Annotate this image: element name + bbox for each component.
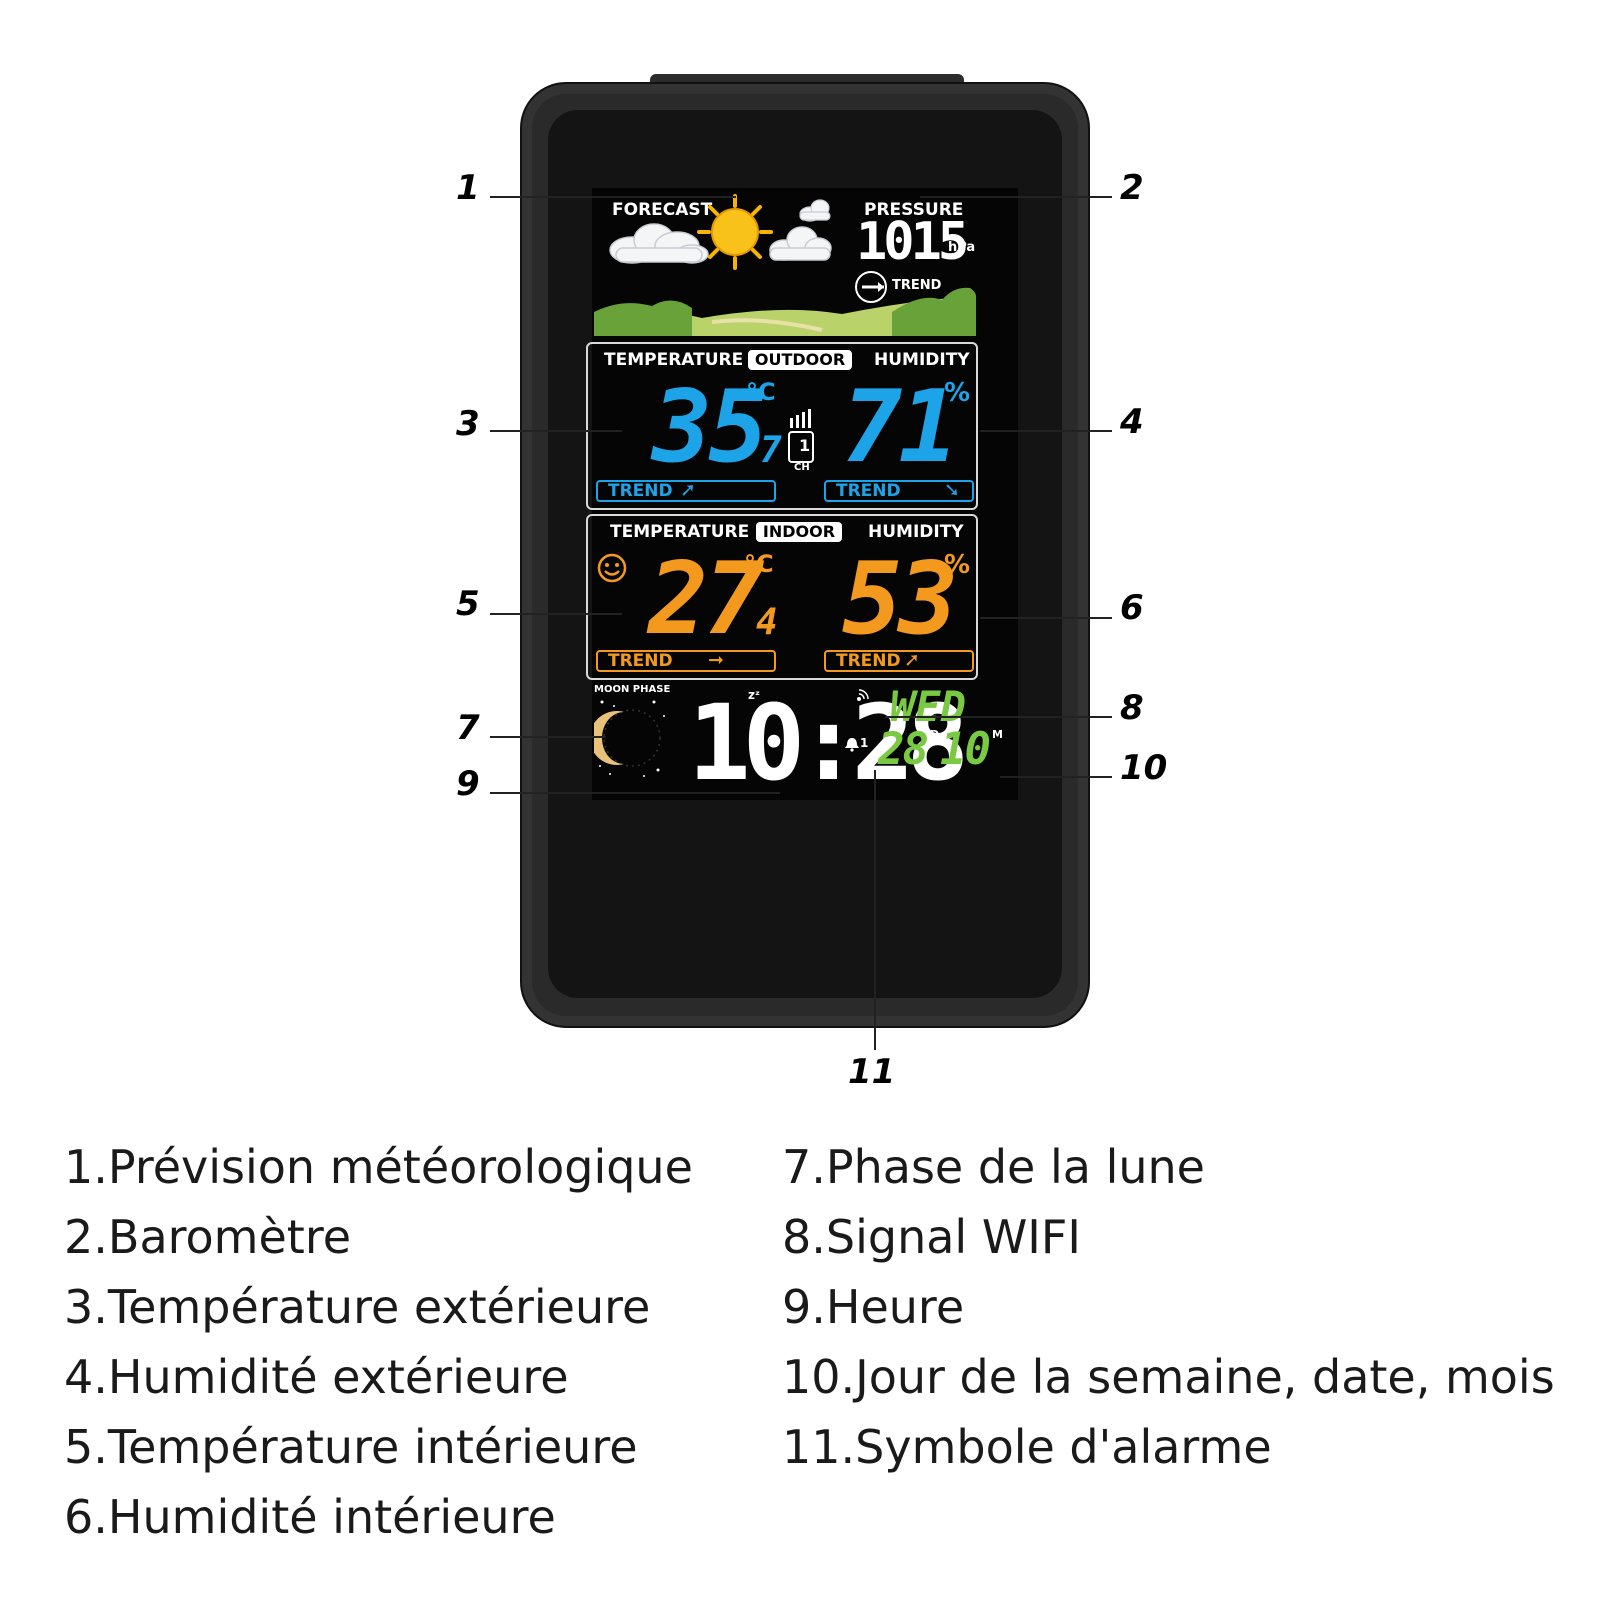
snooze-indicator: zᶻ — [748, 688, 760, 702]
comfort-smiley-icon — [597, 553, 627, 583]
callout-number-10: 10 — [1120, 748, 1168, 788]
weekday-display: WED — [890, 682, 966, 731]
legend-item-5: 5.Température intérieure — [64, 1420, 638, 1474]
indoor-humidity-trend: TREND ➚ — [824, 649, 974, 672]
forecast-graphic — [594, 194, 976, 336]
callout-line-8 — [885, 716, 1112, 718]
moon-phase-label: MOON PHASE — [594, 684, 671, 695]
indoor-temperature-unit: °C — [744, 550, 774, 578]
indoor-temperature-decimal: 4 — [756, 602, 778, 643]
trend-steady-arrow-icon: ➞ — [708, 649, 724, 671]
callout-number-1: 1 — [456, 168, 480, 208]
pressure-trend-arrow-icon — [855, 271, 887, 303]
callout-number-11: 11 — [848, 1052, 896, 1092]
outdoor-temperature-trend: TREND ➚ — [596, 479, 776, 502]
trend-down-arrow-icon: ➘ — [944, 479, 960, 501]
outdoor-temperature-decimal: 7 — [760, 430, 782, 471]
outdoor-humidity-trend-label: TREND — [836, 481, 901, 501]
date-month-suffix: M — [992, 728, 1003, 741]
callout-line-5 — [490, 613, 622, 615]
date-day-suffix: D — [930, 728, 940, 741]
sun-icon — [697, 194, 773, 270]
legend-item-10: 10.Jour de la semaine, date, mois — [782, 1350, 1555, 1404]
outdoor-humidity-value: 71 — [842, 368, 958, 485]
callout-line-9 — [490, 792, 780, 794]
outdoor-temperature-unit: °C — [746, 378, 776, 406]
landscape-graphic — [594, 287, 976, 336]
indoor-temperature-value: 27 — [648, 540, 764, 657]
legend-item-6: 6.Humidité intérieure — [64, 1490, 556, 1544]
outdoor-humidity-trend: TREND ➘ — [824, 479, 974, 502]
legend-item-7: 7.Phase de la lune — [782, 1140, 1205, 1194]
indoor-temperature-trend: TREND ➞ — [596, 649, 776, 672]
legend-item-1: 1.Prévision météorologique — [64, 1140, 693, 1194]
callout-number-4: 4 — [1120, 402, 1144, 442]
outdoor-tag: OUTDOOR — [748, 350, 852, 370]
callout-number-9: 9 — [456, 764, 480, 804]
indoor-humidity-trend-label: TREND — [836, 651, 901, 671]
pressure-value: 1015 — [856, 212, 969, 272]
indoor-humidity-unit: % — [944, 550, 971, 580]
callout-line-7 — [490, 736, 606, 738]
callout-number-3: 3 — [456, 404, 480, 444]
callout-number-5: 5 — [456, 584, 480, 624]
legend-item-8: 8.Signal WIFI — [782, 1210, 1081, 1264]
legend-item-4: 4.Humidité extérieure — [64, 1350, 569, 1404]
alarm-bell-icon — [845, 738, 859, 752]
callout-line-6 — [980, 617, 1112, 619]
legend-item-11: 11.Symbole d'alarme — [782, 1420, 1272, 1474]
outdoor-temperature-trend-label: TREND — [608, 481, 673, 501]
legend-item-3: 3.Température extérieure — [64, 1280, 651, 1334]
trend-up-arrow-icon: ➚ — [680, 479, 696, 501]
time-display: 10:28 — [688, 682, 969, 804]
callout-number-7: 7 — [456, 708, 480, 748]
signal-channel-icon — [788, 409, 814, 463]
wifi-signal-icon — [857, 689, 869, 701]
legend-item-2: 2.Baromètre — [64, 1210, 352, 1264]
cloud-icon-right — [769, 226, 832, 261]
trend-up-arrow-icon: ➚ — [904, 649, 920, 671]
outdoor-temperature-value: 35 — [652, 368, 768, 485]
callout-line-11 — [874, 770, 876, 1050]
callout-line-1 — [490, 196, 736, 198]
pressure-trend-label: TREND — [892, 278, 942, 293]
indoor-temperature-trend-label: TREND — [608, 651, 673, 671]
callout-number-8: 8 — [1120, 688, 1144, 728]
legend-item-9: 9.Heure — [782, 1280, 965, 1334]
outdoor-humidity-label: HUMIDITY — [874, 350, 970, 370]
callout-line-4 — [980, 430, 1112, 432]
lcd-screen: FORECAST — [586, 188, 1018, 804]
date-day: 28 — [878, 724, 929, 775]
channel-label: CH — [794, 462, 810, 473]
pressure-unit: hPa — [948, 240, 976, 255]
small-cloud-icon — [799, 199, 831, 222]
forecast-label: FORECAST — [612, 200, 713, 220]
indoor-humidity-label: HUMIDITY — [868, 522, 964, 542]
pressure-label: PRESSURE — [864, 200, 964, 220]
callout-line-2 — [920, 196, 1112, 198]
indoor-panel: TEMPERATURE INDOOR HUMIDITY 27 4 °C 53 %… — [586, 514, 978, 680]
callout-line-3 — [490, 430, 622, 432]
date-month: 10 — [940, 724, 991, 775]
alarm-index: 1 — [860, 736, 869, 750]
channel-number: 1 — [799, 436, 811, 455]
callout-number-6: 6 — [1120, 588, 1144, 628]
indoor-humidity-value: 53 — [842, 540, 958, 657]
outdoor-temperature-label: TEMPERATURE — [604, 350, 744, 370]
callout-number-2: 2 — [1120, 168, 1144, 208]
cloud-icon — [609, 223, 709, 264]
indoor-temperature-label: TEMPERATURE — [610, 522, 750, 542]
outdoor-humidity-unit: % — [944, 378, 971, 408]
outdoor-panel: TEMPERATURE OUTDOOR HUMIDITY 35 7 °C 1 C… — [586, 342, 978, 510]
callout-line-10 — [1000, 776, 1112, 778]
moon-phase-icon — [594, 700, 665, 777]
indoor-tag: INDOOR — [756, 522, 842, 542]
